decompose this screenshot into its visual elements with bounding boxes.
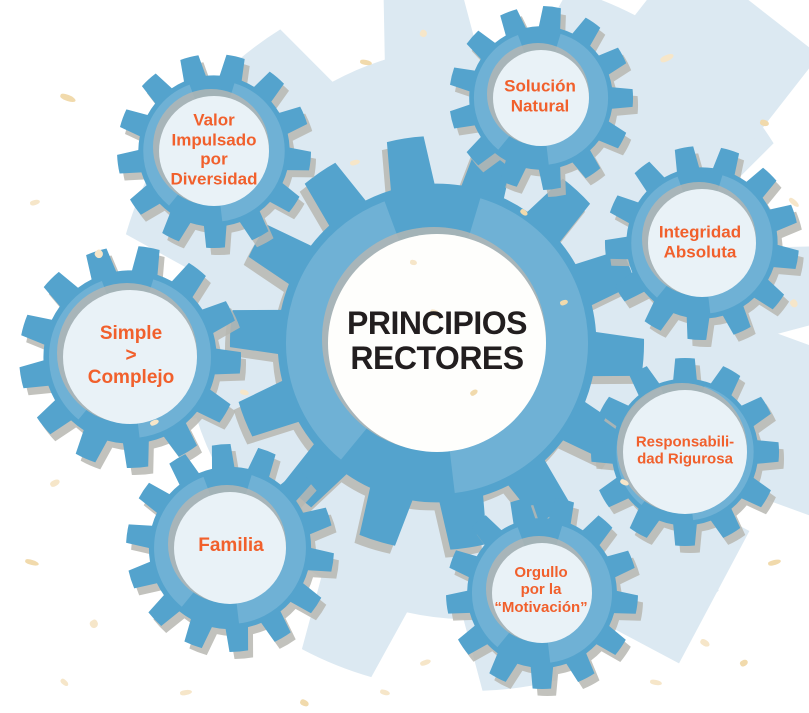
inner-circle bbox=[174, 492, 286, 604]
inner-circle bbox=[159, 96, 269, 206]
gear-principios-rectores bbox=[224, 136, 645, 558]
inner-circle bbox=[623, 390, 747, 514]
gear-familia bbox=[126, 443, 339, 660]
inner-circle bbox=[493, 50, 589, 146]
gear-valor-impulsado-por-diversidad bbox=[117, 54, 316, 256]
gear-texture bbox=[631, 172, 773, 314]
gear-texture bbox=[471, 522, 613, 664]
inner-circle bbox=[648, 189, 756, 297]
gear-texture bbox=[154, 472, 306, 624]
gear-texture bbox=[473, 30, 609, 166]
gear-simple-mayor-que-complejo bbox=[19, 246, 247, 476]
background-square-top-right bbox=[580, 0, 809, 190]
inner-circle bbox=[492, 543, 592, 643]
inner-circle bbox=[328, 234, 546, 452]
gear-orgullo-por-la-motivacion bbox=[446, 498, 643, 696]
gear-texture bbox=[285, 191, 589, 495]
inner-circle bbox=[63, 290, 197, 424]
gear-integridad-absoluta bbox=[604, 146, 804, 347]
gear-responsabilidad-rigurosa bbox=[590, 357, 785, 554]
gear-solucion-natural bbox=[450, 6, 639, 197]
